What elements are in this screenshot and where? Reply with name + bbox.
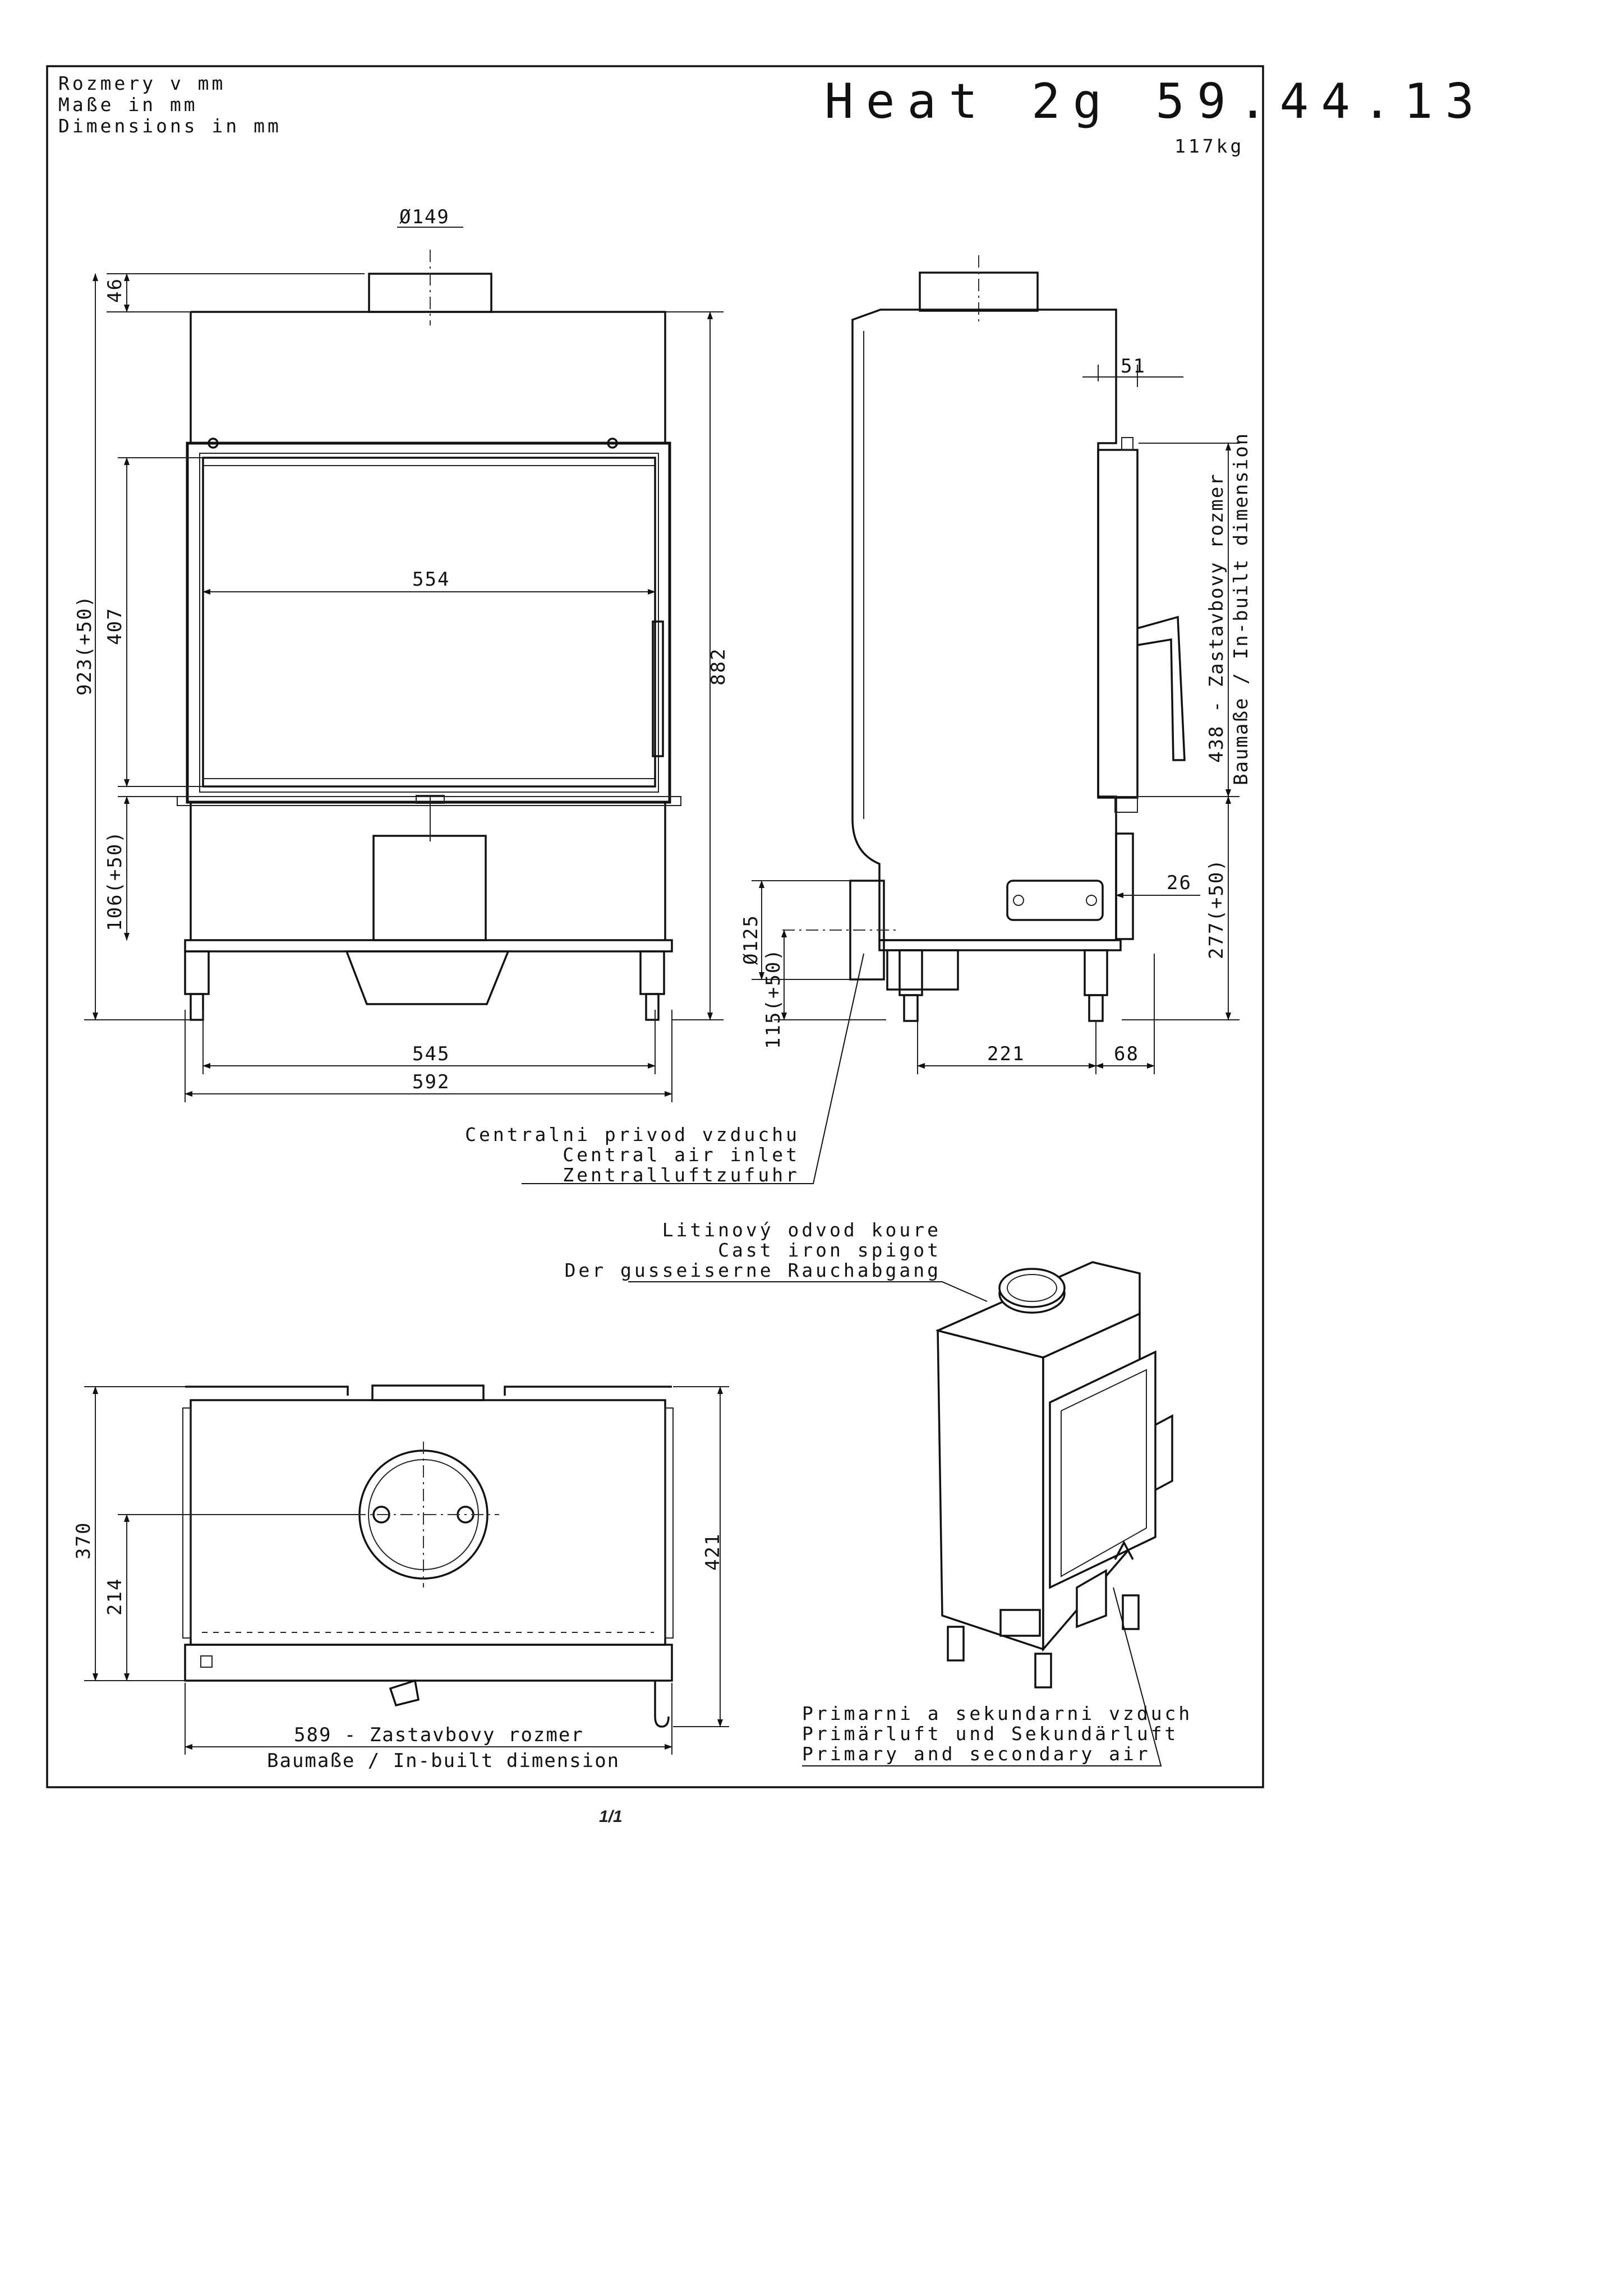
iso-leg-3 — [1122, 1594, 1140, 1630]
dim-flue-diameter: Ø149 — [399, 206, 450, 228]
side-handle — [1137, 615, 1186, 761]
drawing-frame — [46, 65, 1264, 1788]
side-lower-panel — [1115, 832, 1134, 940]
spigot-note-cz: Litinový odvod koure — [662, 1219, 941, 1241]
iso-left-face — [937, 1329, 1044, 1651]
side-body-outline — [851, 309, 1117, 941]
glass-panel — [202, 457, 656, 788]
spigot-note-en: Cast iron spigot — [718, 1239, 941, 1261]
side-view: 51 438 - Zastavbovy rozmer Baumaße / In-… — [740, 255, 1252, 1074]
dim-glass-width: 554 — [412, 568, 450, 591]
iso-leg-1 — [947, 1626, 965, 1662]
spigot-callout: Litinový odvod koure Cast iron spigot De… — [565, 1219, 988, 1302]
dim-top-width: 589 - Zastavbovy rozmer — [294, 1724, 584, 1746]
top-front-plate — [184, 1644, 673, 1682]
dim-top-offset: 51 — [1121, 355, 1146, 378]
dim-top-depth-total: 421 — [702, 1533, 724, 1571]
dim-total-height: 923(+50) — [73, 595, 96, 696]
leg-left — [184, 950, 210, 995]
air-note-en: Primary and secondary air — [802, 1743, 1151, 1765]
top-body — [190, 1399, 666, 1646]
drawing-title: Heat 2g 59.44.13 — [824, 73, 1486, 130]
spigot-note-de: Der gusseiserne Rauchabgang — [565, 1259, 941, 1281]
air-box — [372, 835, 487, 941]
iso-door — [1049, 1350, 1156, 1589]
side-leg-rear — [1084, 949, 1108, 996]
door-handle — [652, 620, 664, 757]
dim-body-height: 882 — [707, 648, 730, 685]
units-label-en: Dimensions in mm — [58, 115, 282, 137]
dim-top-width-2: Baumaße / In-built dimension — [267, 1750, 620, 1772]
front-view: Ø149 46 923(+50) 407 554 882 106(+50) 54… — [73, 206, 730, 1102]
dim-air-inlet-diameter: Ø125 — [740, 914, 762, 965]
dim-top-depth-1: 370 — [72, 1522, 95, 1559]
header-block: Rozmery v mm Maße in mm Dimensions in mm… — [58, 72, 1486, 157]
top-housing — [190, 311, 666, 443]
weight-label: 117kg — [1174, 135, 1244, 157]
isometric-view — [936, 1261, 1173, 1688]
air-inlet-callout: Centralni privod vzduchu Central air inl… — [465, 953, 864, 1186]
air-note-cz: Primarni a sekundarni vzduch — [802, 1703, 1192, 1724]
dim-outer-width: 592 — [412, 1071, 450, 1093]
dim-base-height: 106(+50) — [104, 830, 126, 931]
top-air-lever — [389, 1679, 420, 1707]
dim-lower-height: 277(+50) — [1205, 858, 1228, 959]
dim-top-depth-2: 214 — [104, 1578, 126, 1616]
top-flue-collar — [371, 1384, 485, 1401]
bottom-plate — [184, 939, 673, 953]
dim-inner-width: 545 — [412, 1043, 450, 1065]
leg-right — [639, 950, 665, 995]
dim-air-inlet-height: 115(+50) — [762, 948, 785, 1049]
air-callout: Primarni a sekundarni vzduch Primärluft … — [802, 1587, 1192, 1766]
dim-front-depth: 68 — [1114, 1043, 1139, 1065]
page-number: 1/1 — [599, 1807, 623, 1826]
iso-lower-box — [999, 1609, 1041, 1637]
air-inlet-note-cz: Centralni privod vzduchu — [465, 1124, 800, 1145]
dim-door-height: 438 - Zastavbovy rozmer — [1205, 473, 1228, 763]
base-housing — [190, 803, 666, 940]
units-label-de: Maße in mm — [58, 94, 198, 116]
door-frame — [186, 441, 671, 804]
dim-door-height-2: Baumaße / In-built dimension — [1230, 432, 1252, 785]
units-label-cz: Rozmery v mm — [58, 72, 225, 94]
ash-tray — [345, 950, 510, 1005]
air-inlet-note-de: Zentralluftzufuhr — [563, 1164, 800, 1186]
side-door — [1097, 449, 1139, 799]
dim-glass-height: 407 — [104, 608, 126, 645]
air-note-de: Primärluft und Sekundärluft — [802, 1723, 1178, 1745]
side-leg-front — [898, 949, 923, 996]
air-inlet-note-en: Central air inlet — [563, 1144, 800, 1166]
iso-leg-2 — [1034, 1653, 1052, 1688]
dim-handle-offset: 26 — [1167, 872, 1192, 894]
top-view: 370 214 421 589 - Zastavbovy rozmer Baum… — [72, 1384, 729, 1772]
side-plate — [1006, 880, 1104, 921]
dim-flue-height: 46 — [104, 278, 126, 303]
dim-depth: 221 — [987, 1043, 1025, 1065]
